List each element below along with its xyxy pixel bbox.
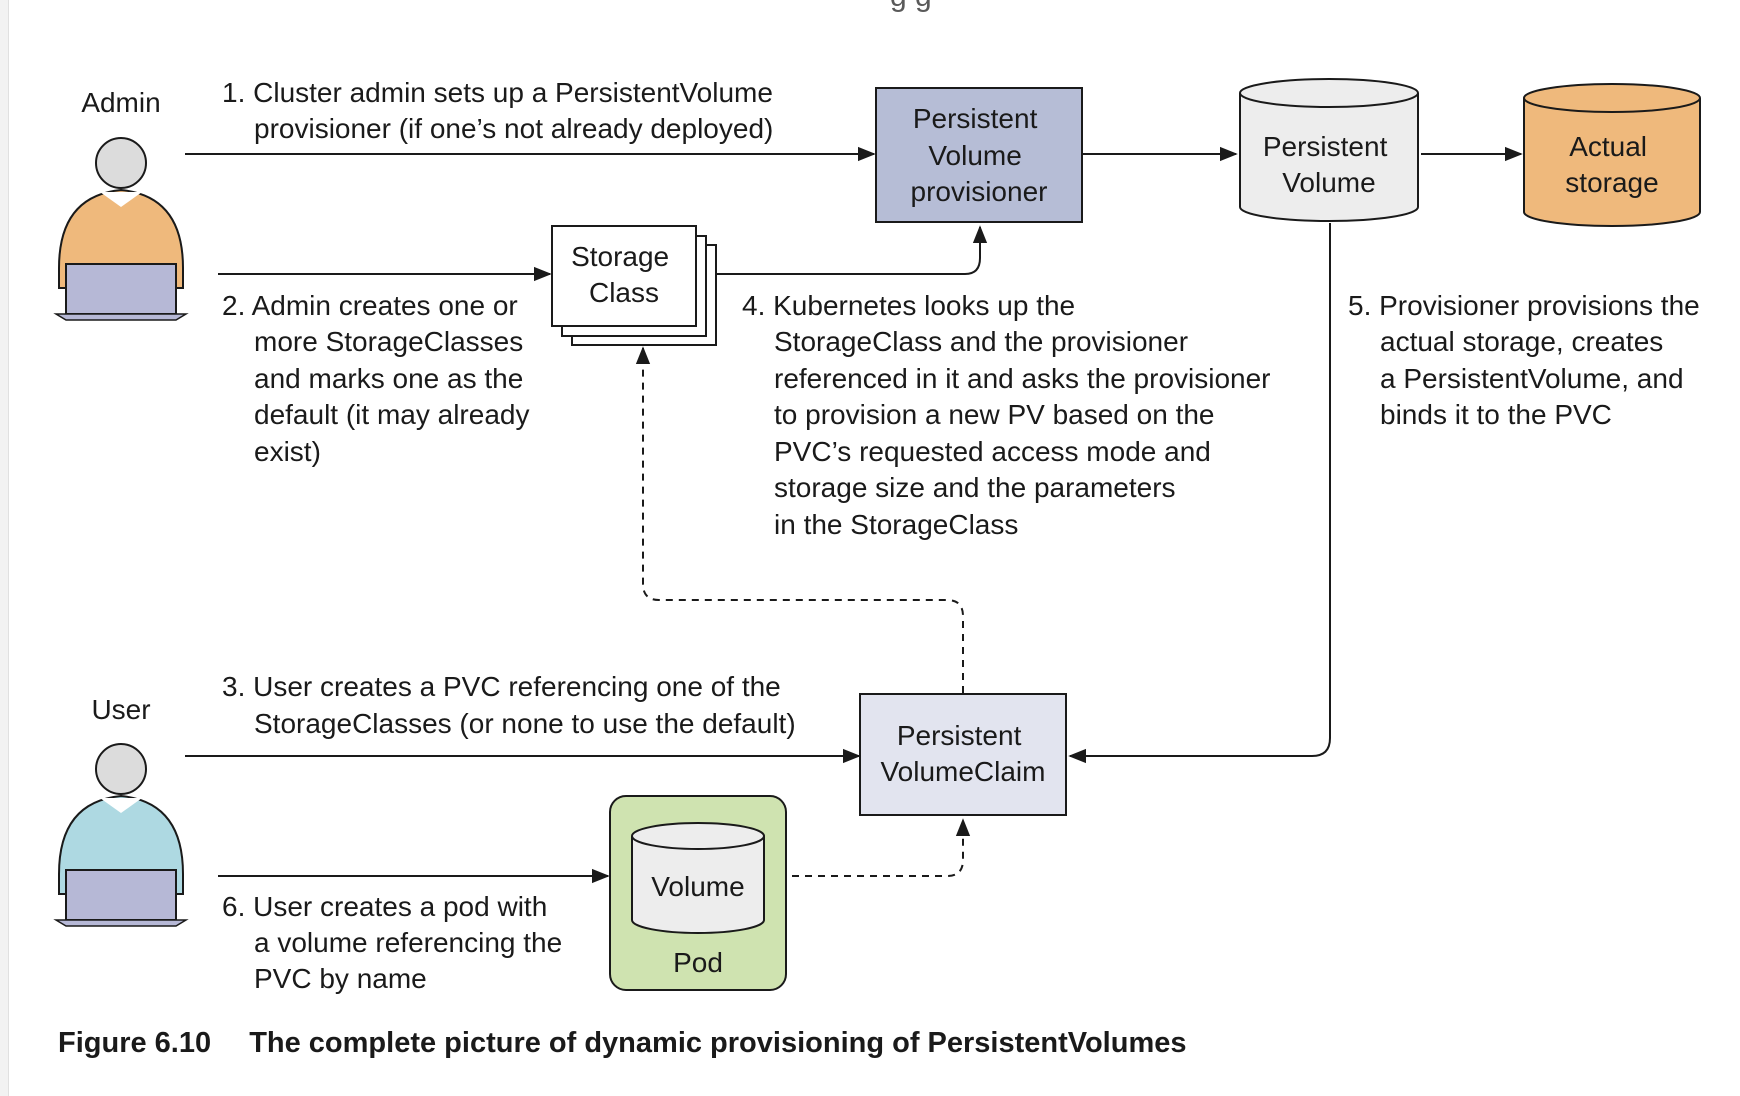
admin-laptop-icon [65,263,177,315]
pv-provisioner-line2: Volume [928,140,1021,171]
admin-head [95,137,147,189]
user-laptop-icon [65,869,177,921]
svg-text:Storage Class: Storage Class [571,241,677,308]
user-collar [100,798,142,813]
figure-caption: Figure 6.10 The complete picture of dyna… [58,1027,1187,1059]
user-label: User [91,694,150,725]
user-actor: User [53,694,189,927]
edge-pv-to-pvc [1068,223,1331,764]
storage-class-line1: Storage [571,241,669,272]
pv-provisioner-line3: provisioner [911,176,1048,207]
cropped-heading-fragment: g g [890,0,932,13]
persistent-volume-cylinder: Persistent Volume [1239,78,1419,222]
pv-provisioner-line1: Persistent [913,103,1038,134]
pod-box: Volume Pod [609,795,787,991]
pvc-line2: VolumeClaim [881,756,1046,787]
admin-actor: Admin [53,87,189,321]
step5-text: 5. Provisioner provisions the actual sto… [1348,290,1708,430]
figure-caption-text: The complete picture of dynamic provisio… [249,1027,1186,1059]
step6-text: 6. User creates a pod with a volume refe… [222,891,570,994]
svg-text:Persistent Volume: Persistent Volume provisioner [911,103,1048,207]
svg-text:Persistent Volume: Persistent Volume [1263,131,1395,198]
svg-text:Actual storage: Actual storage [1565,131,1658,198]
persistent-volume-line1: Persistent [1263,131,1388,162]
pvc-line1: Persistent [897,720,1022,751]
step2-text: 2. Admin creates one or more StorageClas… [222,290,537,467]
edge-pvc-to-storageclass-dashed [635,346,964,693]
pvc-box: Persistent VolumeClaim [859,693,1067,816]
user-head [95,743,147,795]
actual-storage-line1: Actual [1569,131,1647,162]
admin-laptop-base [53,313,189,321]
step1-text: 1. Cluster admin sets up a PersistentVol… [222,77,781,144]
step4-text: 4. Kubernetes looks up the StorageClass … [742,290,1278,540]
admin-collar [100,192,142,207]
page-edge-strip [0,0,9,1096]
user-laptop-base [53,919,189,927]
figure-number: Figure 6.10 [58,1027,211,1059]
edge-storageclass-to-provisioner [713,225,988,275]
admin-label: Admin [81,87,160,118]
persistent-volume-line2: Volume [1282,167,1375,198]
storage-class-stack: Storage Class [551,225,717,346]
edge-pod-volume-to-pvc-dashed [766,818,971,877]
storage-class-line2: Class [589,277,659,308]
step3-text: 3. User creates a PVC referencing one of… [222,671,796,739]
pod-volume-cylinder [631,836,765,934]
svg-text:Persistent VolumeClaim: Persistent VolumeClaim [881,720,1046,787]
pv-provisioner-box: Persistent Volume provisioner [875,87,1083,223]
pod-label: Pod [673,947,723,978]
actual-storage-cylinder: Actual storage [1523,83,1701,227]
pod-volume-label: Volume [651,871,744,902]
actual-storage-line2: storage [1565,167,1658,198]
